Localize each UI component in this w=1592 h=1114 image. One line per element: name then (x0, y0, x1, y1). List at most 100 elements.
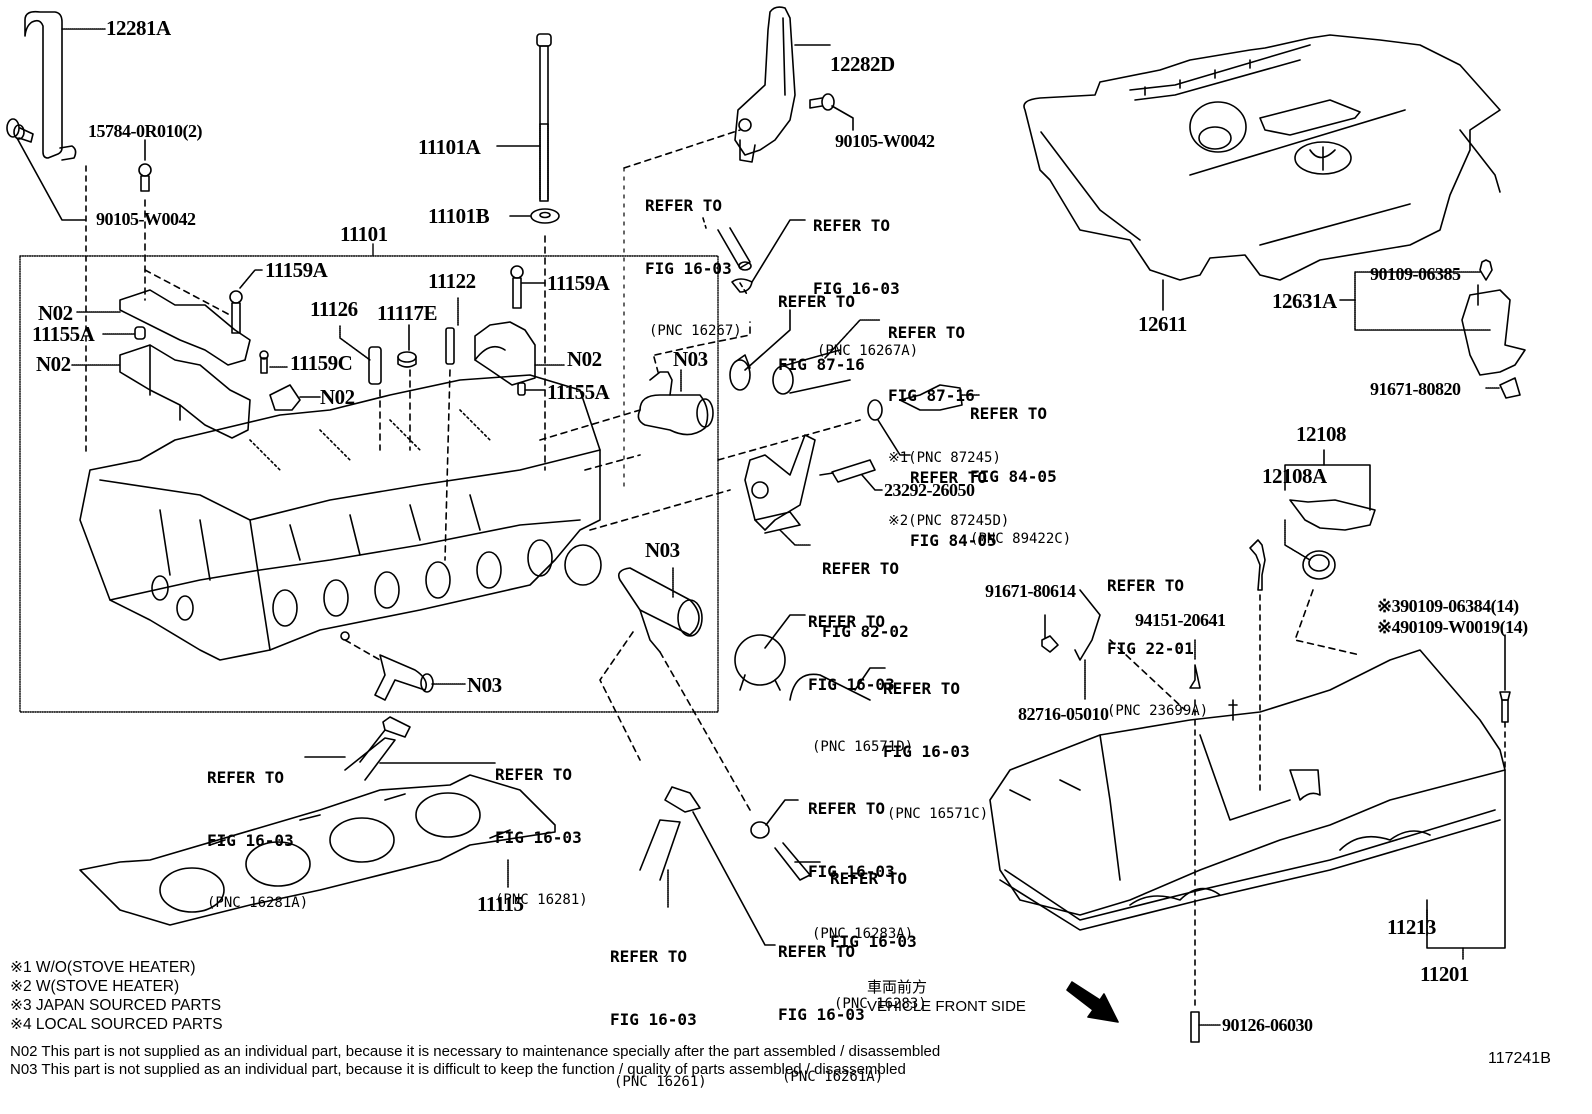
reference-line-2: FIG 87-16 (888, 386, 975, 405)
plug-11117E (397, 324, 417, 451)
reference-line-1: REFER TO (883, 679, 961, 698)
reference-line-1: REFER TO (888, 323, 966, 342)
clamp-16283A (750, 799, 821, 881)
part-label-11159A-left[interactable]: 11159A (265, 258, 328, 282)
bolt-11159C (259, 350, 289, 374)
part-label-11115[interactable]: 11115 (477, 892, 524, 916)
reference-line-1: REFER TO (610, 947, 688, 966)
engine-cover-12611 (1023, 34, 1501, 311)
reference-line-2: FIG 16-03 (778, 1005, 865, 1024)
part-label-12282D[interactable]: 12282D (830, 52, 895, 76)
part-label-90109-06385[interactable]: 90109-06385 (1370, 264, 1461, 284)
reference-pnc: ※1(PNC 87245) (888, 450, 1001, 466)
part-label-15784-0R010[interactable]: 15784-0R010(2) (88, 121, 202, 141)
reference-pnc: (PNC 16267A) (817, 343, 919, 359)
part-label-11101B[interactable]: 11101B (428, 204, 490, 228)
pin-11122 (444, 297, 459, 561)
part-label-12281A[interactable]: 12281A (106, 16, 171, 40)
reference-fig16-03-pnc16261[interactable]: REFER TO FIG 16-03 (PNC 16261) (610, 904, 707, 1114)
water-outlet-N03-upper (637, 321, 751, 436)
reference-fig16-03-pnc16283[interactable]: REFER TO FIG 16-03 (PNC 16283) (830, 826, 927, 1036)
part-label-11117E[interactable]: 11117E (377, 301, 438, 325)
footnote-N03: N03 This part is not supplied as an indi… (10, 1061, 906, 1078)
part-label-11122[interactable]: 11122 (428, 269, 476, 293)
part-label-N03-upper[interactable]: N03 (673, 347, 708, 371)
part-label-11155A-right[interactable]: 11155A (547, 380, 610, 404)
reference-fig82-02[interactable]: REFER TO FIG 82-02 (822, 516, 909, 663)
reference-line-1: REFER TO (970, 404, 1048, 423)
part-label-82716-05010[interactable]: 82716-05010 (1018, 704, 1109, 724)
reference-line-2: FIG 16-03 (207, 831, 294, 850)
part-label-12108A[interactable]: 12108A (1262, 464, 1327, 488)
part-label-90105-W0042-left[interactable]: 90105-W0042 (96, 209, 196, 229)
pipe-N03 (344, 639, 466, 701)
part-label-11213[interactable]: 11213 (1387, 915, 1436, 939)
part-label-90109-W0019[interactable]: ※490109-W0019(14) (1377, 617, 1528, 637)
reference-fig84-05-pnc89422C[interactable]: REFER TO FIG 84-05 (PNC 89422C) (970, 361, 1071, 571)
part-label-11101A[interactable]: 11101A (418, 135, 481, 159)
clamp-87-16 (729, 309, 791, 391)
stud-23292-26050 (819, 459, 883, 491)
hose-16261 (639, 786, 776, 946)
reference-line-2: FIG 84-05 (910, 531, 997, 550)
part-label-11126[interactable]: 11126 (310, 297, 358, 321)
bolt-90105-right (809, 93, 854, 131)
part-label-90105-W0042-right[interactable]: 90105-W0042 (835, 131, 935, 151)
reference-fig16-03-pnc16571D[interactable]: REFER TO FIG 16-03 (PNC 16571D) (808, 569, 913, 779)
reference-line-1: REFER TO (645, 196, 723, 215)
part-label-N03-pipe[interactable]: N03 (467, 673, 502, 697)
part-label-12611[interactable]: 12611 (1138, 312, 1187, 336)
reference-pnc: (PNC 16283) (834, 996, 927, 1012)
reference-line-1: REFER TO (778, 942, 856, 961)
cylinder-head-11101 (79, 374, 602, 661)
part-label-11159A-right[interactable]: 11159A (547, 271, 610, 295)
reference-fig16-03-pnc16281A[interactable]: REFER TO FIG 16-03 (PNC 16281A) (207, 725, 308, 935)
part-label-12108[interactable]: 12108 (1296, 422, 1347, 446)
legend-item: ※4 LOCAL SOURCED PARTS (10, 1016, 223, 1033)
reference-line-1: REFER TO (778, 292, 856, 311)
part-label-91671-80614[interactable]: 91671-80614 (985, 581, 1076, 601)
oil-filler-cap-12108 (1284, 449, 1376, 656)
reference-fig16-03-pnc16261A[interactable]: REFER TO FIG 16-03 (PNC 16261A) (778, 899, 883, 1109)
part-label-11101[interactable]: 11101 (340, 222, 388, 246)
reference-fig16-03-pnc16267A[interactable]: REFER TO FIG 16-03 (PNC 16267A) (813, 173, 918, 383)
part-label-N02-3[interactable]: N02 (320, 385, 355, 409)
part-label-90126-06030[interactable]: 90126-06030 (1222, 1015, 1313, 1035)
valve-cover-11201 (989, 649, 1506, 931)
camshaft-bearing-cap-N02 (71, 289, 321, 439)
reference-pnc: (PNC 16267) (649, 323, 742, 339)
reference-fig87-16-pnc87245[interactable]: REFER TO FIG 87-16 ※1(PNC 87245) ※2(PNC … (888, 280, 1009, 553)
bolt-90105-left (6, 118, 86, 221)
reference-line-2: FIG 16-03 (813, 279, 900, 298)
part-label-90109-06384[interactable]: ※390109-06384(14) (1377, 596, 1519, 616)
bolt-15784-0R010 (138, 139, 152, 301)
part-label-12631A[interactable]: 12631A (1272, 289, 1337, 313)
reference-fig16-03-pnc16283A[interactable]: REFER TO FIG 16-03 (PNC 16283A) (808, 756, 913, 966)
reference-line-1: REFER TO (910, 468, 988, 487)
part-label-N02-2[interactable]: N02 (36, 352, 71, 376)
part-label-N02-1[interactable]: N02 (38, 301, 73, 325)
reference-pnc: (PNC 16571C) (887, 806, 989, 822)
part-label-11155A-left[interactable]: 11155A (32, 322, 95, 346)
reference-fig16-03-pnc16267[interactable]: REFER TO FIG 16-03 (PNC 16267) (645, 153, 742, 363)
reference-pnc: (PNC 16283A) (812, 926, 914, 942)
part-label-23292-26050[interactable]: 23292-26050 (884, 480, 975, 500)
part-label-11159C[interactable]: 11159C (290, 351, 353, 375)
reference-fig22-01-pnc23699A[interactable]: REFER TO FIG 22-01 (PNC 23699A) (1107, 533, 1208, 743)
part-label-94151-20641[interactable]: 94151-20641 (1135, 610, 1226, 630)
reference-fig16-03-pnc16571C[interactable]: REFER TO FIG 16-03 (PNC 16571C) (883, 636, 988, 846)
head-gasket-11115 (79, 774, 556, 926)
reference-fig87-16-a[interactable]: REFER TO FIG 87-16 (778, 249, 865, 396)
part-label-N02-4[interactable]: N02 (567, 347, 602, 371)
bolt-11159A-right (510, 265, 546, 309)
part-label-11201[interactable]: 11201 (1420, 962, 1469, 986)
part-label-N03-lower[interactable]: N03 (645, 538, 680, 562)
reference-fig84-05[interactable]: REFER TO FIG 84-05 (910, 425, 997, 572)
bolt-11159A-left (144, 269, 263, 334)
part-label-91671-80820[interactable]: 91671-80820 (1370, 379, 1461, 399)
vehicle-front-arrow (1066, 981, 1119, 1023)
water-temp-sensor-89422C (899, 384, 981, 411)
figure-id: 117241B (1488, 1050, 1551, 1067)
reference-fig16-03-pnc16281[interactable]: REFER TO FIG 16-03 (PNC 16281) (495, 722, 588, 932)
